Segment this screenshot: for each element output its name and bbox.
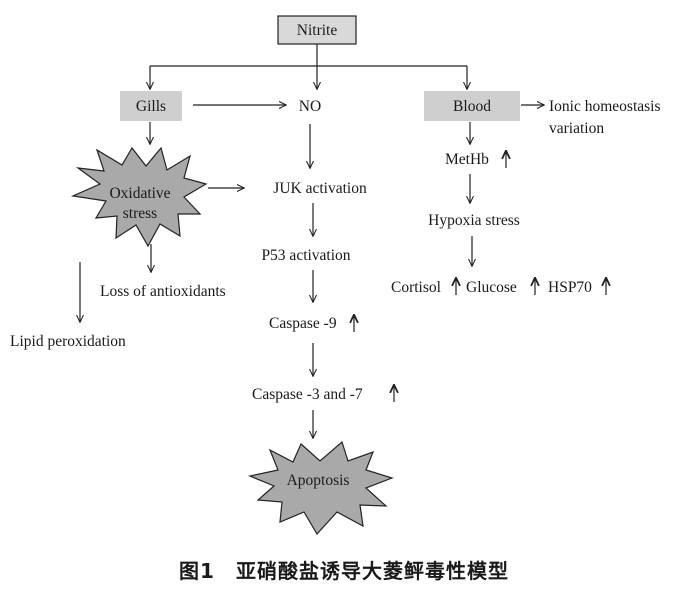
methb-label: MetHb (445, 151, 489, 168)
ionic-variation-label: variation (549, 120, 604, 137)
stress-label: stress (123, 205, 157, 222)
p53-activation-label: P53 activation (261, 247, 350, 264)
juk-activation-label: JUK activation (273, 180, 367, 197)
oxidative-stress-starburst (70, 146, 208, 248)
cortisol-label: Cortisol (391, 279, 441, 296)
apoptosis-starburst (247, 440, 394, 536)
nitrite-box (277, 15, 357, 45)
apoptosis-label: Apoptosis (287, 472, 350, 489)
oxidative-label: Oxidative (109, 185, 170, 202)
figure-caption: 图1 亚硝酸盐诱导大菱鲆毒性模型 (179, 559, 509, 583)
hypoxia-stress-label: Hypoxia stress (428, 212, 520, 229)
ionic-homeostasis-label: Ionic homeostasis (549, 98, 661, 115)
blood-box (424, 91, 520, 121)
caspase37-label: Caspase -3 and -7 (252, 386, 363, 403)
lipid-peroxidation-label: Lipid peroxidation (10, 333, 126, 350)
hsp70-label: HSP70 (548, 279, 592, 296)
caspase9-label: Caspase -9 (269, 315, 337, 332)
loss-antioxidants-label: Loss of antioxidants (100, 283, 226, 300)
gills-label: Gills (136, 98, 166, 115)
blood-label: Blood (453, 98, 491, 115)
glucose-label: Glucose (466, 279, 517, 296)
no-label: NO (299, 98, 321, 115)
nitrite-toxicity-diagram: Nitrite Gills Blood NO Ionic homeostasis… (10, 15, 661, 536)
nitrite-label: Nitrite (297, 22, 338, 39)
gills-box (120, 91, 182, 121)
